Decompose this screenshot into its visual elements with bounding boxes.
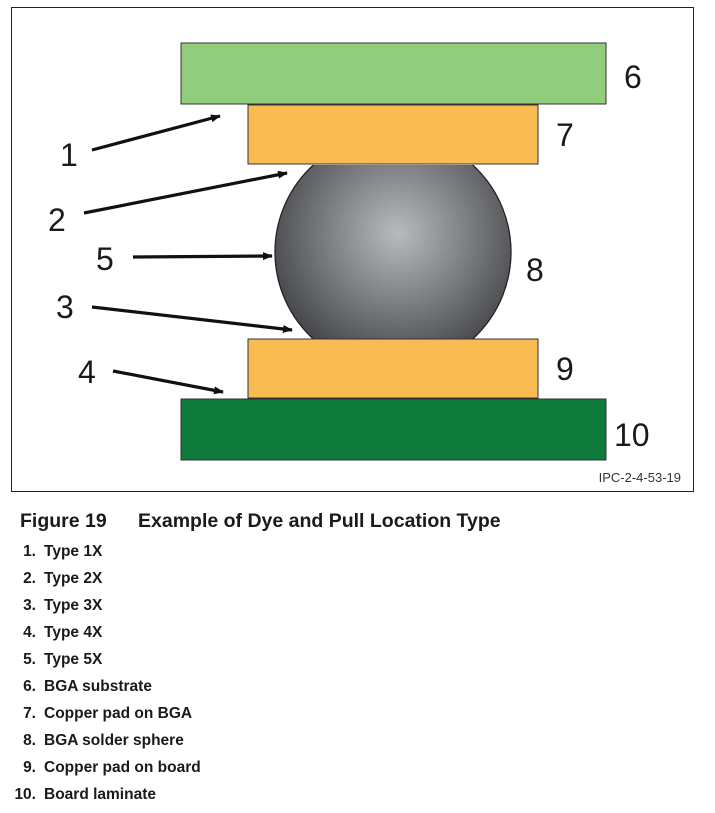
callout-1: 1 — [60, 137, 78, 173]
legend-item: 2. Type 2X — [10, 570, 201, 597]
figure-id: IPC-2-4-53-19 — [599, 470, 681, 485]
callout-5: 5 — [96, 241, 114, 277]
arrow-type-4x — [112, 369, 224, 395]
callout-7: 7 — [556, 117, 574, 153]
legend-item: 10. Board laminate — [10, 786, 201, 813]
legend-item: 7. Copper pad on BGA — [10, 705, 201, 732]
legend-item: 9. Copper pad on board — [10, 759, 201, 786]
legend-item-number: 5. — [23, 651, 36, 668]
copper-pad-bga — [247, 104, 539, 165]
callout-3: 3 — [56, 289, 74, 325]
legend-item-text: Copper pad on board — [44, 759, 201, 776]
dye-pull-diagram: 1 2 5 3 4 6 7 8 9 10 IPC-2-4-53-19 — [48, 42, 681, 485]
legend-item-number: 8. — [23, 732, 36, 749]
legend-item-number: 10. — [14, 786, 36, 803]
legend-item: 1. Type 1X — [10, 543, 201, 570]
bga-solder-sphere — [274, 165, 512, 339]
legend-item-text: Type 5X — [44, 651, 103, 668]
board-laminate — [180, 398, 607, 461]
figure-legend: 1. Type 1X 2. Type 2X 3. Type 3X 4. Type 4X 5. Ty… — [10, 543, 201, 813]
legend-item-number: 3. — [23, 597, 36, 614]
legend-item-number: 6. — [23, 678, 36, 695]
copper-pad-board — [247, 338, 539, 399]
legend-item-number: 7. — [23, 705, 36, 722]
arrow-type-3x — [91, 305, 293, 333]
legend-item-text: Board laminate — [44, 786, 156, 803]
figure-caption: Figure 19 Example of Dye and Pull Locatio… — [20, 510, 501, 533]
legend-item: 8. BGA solder sphere — [10, 732, 201, 759]
legend-item-number: 4. — [23, 624, 36, 641]
callout-6: 6 — [624, 59, 642, 95]
legend-item-text: Type 3X — [44, 597, 103, 614]
legend-item-text: BGA substrate — [44, 678, 152, 695]
legend-item-text: Copper pad on BGA — [44, 705, 193, 722]
legend-item: 4. Type 4X — [10, 624, 201, 651]
legend-item-text: BGA solder sphere — [44, 732, 184, 749]
callout-9: 9 — [556, 351, 574, 387]
arrow-type-2x — [83, 170, 288, 215]
legend-item-text: Type 1X — [44, 543, 103, 560]
figure-title: Example of Dye and Pull Location Type — [138, 510, 501, 532]
legend-item-text: Type 2X — [44, 570, 103, 587]
callout-4: 4 — [78, 354, 96, 390]
callout-2: 2 — [48, 202, 66, 238]
callout-8: 8 — [526, 252, 544, 288]
callout-10: 10 — [614, 417, 650, 453]
legend-item: 3. Type 3X — [10, 597, 201, 624]
legend-item-number: 9. — [23, 759, 36, 776]
legend-item-text: Type 4X — [44, 624, 103, 641]
legend-item: 6. BGA substrate — [10, 678, 201, 705]
legend-item-number: 2. — [23, 570, 36, 587]
legend-item-number: 1. — [23, 543, 36, 560]
arrow-type-1x — [91, 114, 221, 152]
arrow-type-5x — [132, 252, 273, 261]
legend-item: 5. Type 5X — [10, 651, 201, 678]
figure-number: Figure 19 — [20, 510, 107, 532]
bga-substrate — [180, 42, 607, 105]
